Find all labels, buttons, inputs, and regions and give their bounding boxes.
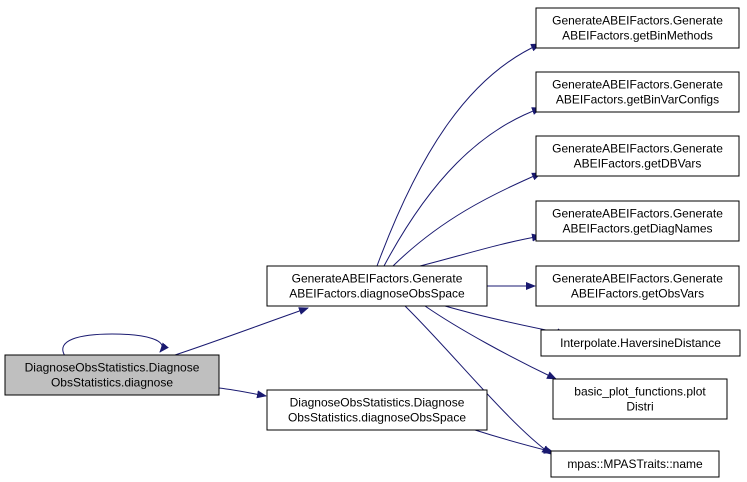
- node-label-line: ABEIFactors.diagnoseObsSpace: [289, 287, 465, 301]
- node-binmethods[interactable]: GenerateABEIFactors.GenerateABEIFactors.…: [535, 7, 740, 49]
- node-box: [535, 200, 740, 242]
- node-label-line: ObsStatistics.diagnoseObsSpace: [288, 411, 466, 425]
- node-label-line: GenerateABEIFactors.Generate: [552, 272, 723, 286]
- edges: [62, 43, 567, 455]
- node-binvarcfg[interactable]: GenerateABEIFactors.GenerateABEIFactors.…: [535, 71, 740, 113]
- node-label-line: GenerateABEIFactors.Generate: [552, 207, 723, 221]
- node-label-line: Interpolate.HaversineDistance: [560, 336, 721, 350]
- node-label-line: ABEIFactors.getDiagNames: [562, 222, 712, 236]
- node-haversine[interactable]: Interpolate.HaversineDistance: [540, 329, 741, 357]
- edge-n_root-to-n_dos_diag: [218, 387, 267, 399]
- node-label-line: GenerateABEIFactors.Generate: [552, 78, 723, 92]
- edge-n_gen_diag-to-n_binvarcfg: [383, 107, 542, 267]
- node-box: [535, 135, 740, 177]
- edge-n_root-to-n_gen_diag: [174, 307, 309, 356]
- node-box: [550, 450, 720, 478]
- edge-n_gen_diag-to-n_binmethods: [376, 43, 541, 267]
- node-label-line: GenerateABEIFactors.Generate: [552, 142, 723, 156]
- node-box: [540, 329, 741, 357]
- node-box: [535, 265, 740, 307]
- node-label-line: ABEIFactors.getBinVarConfigs: [556, 93, 719, 107]
- node-label-line: ABEIFactors.getBinMethods: [562, 29, 713, 43]
- node-label-line: DiagnoseObsStatistics.Diagnose: [25, 361, 200, 375]
- node-label-line: ABEIFactors.getObsVars: [571, 287, 704, 301]
- node-diagnames[interactable]: GenerateABEIFactors.GenerateABEIFactors.…: [535, 200, 740, 242]
- edge-n_root-to-n_root: [62, 333, 169, 357]
- node-label-line: basic_plot_functions.plot: [574, 385, 706, 399]
- node-label-line: GenerateABEIFactors.Generate: [292, 272, 463, 286]
- node-box: [552, 378, 728, 420]
- node-box: [4, 354, 220, 396]
- node-label-line: GenerateABEIFactors.Generate: [552, 14, 723, 28]
- node-label-line: DiagnoseObsStatistics.Diagnose: [290, 396, 465, 410]
- node-box: [535, 7, 740, 49]
- node-root: DiagnoseObsStatistics.DiagnoseObsStatist…: [4, 354, 220, 396]
- node-dbvars[interactable]: GenerateABEIFactors.GenerateABEIFactors.…: [535, 135, 740, 177]
- node-box: [266, 389, 488, 431]
- node-label-line: ObsStatistics.diagnose: [51, 376, 173, 390]
- node-label-line: Distri: [626, 400, 653, 414]
- node-mpasname[interactable]: mpas::MPASTraits::name: [550, 450, 720, 478]
- edge-n_dos_diag-to-n_mpasname: [474, 429, 554, 454]
- node-obsvars[interactable]: GenerateABEIFactors.GenerateABEIFactors.…: [535, 265, 740, 307]
- edge-n_gen_diag-to-n_plotdistri: [424, 305, 557, 380]
- nodes: DiagnoseObsStatistics.DiagnoseObsStatist…: [4, 7, 741, 478]
- node-gen-diag[interactable]: GenerateABEIFactors.GenerateABEIFactors.…: [266, 265, 488, 307]
- node-box: [266, 265, 488, 307]
- node-dos-diag[interactable]: DiagnoseObsStatistics.DiagnoseObsStatist…: [266, 389, 488, 431]
- node-box: [535, 71, 740, 113]
- node-label-line: mpas::MPASTraits::name: [567, 457, 703, 471]
- node-label-line: ABEIFactors.getDBVars: [574, 157, 702, 171]
- edge-n_gen_diag-to-n_diagnames: [419, 233, 542, 267]
- edge-n_gen_diag-to-n_dbvars: [392, 172, 542, 267]
- edge-n_gen_diag-to-n_mpasname: [404, 305, 552, 455]
